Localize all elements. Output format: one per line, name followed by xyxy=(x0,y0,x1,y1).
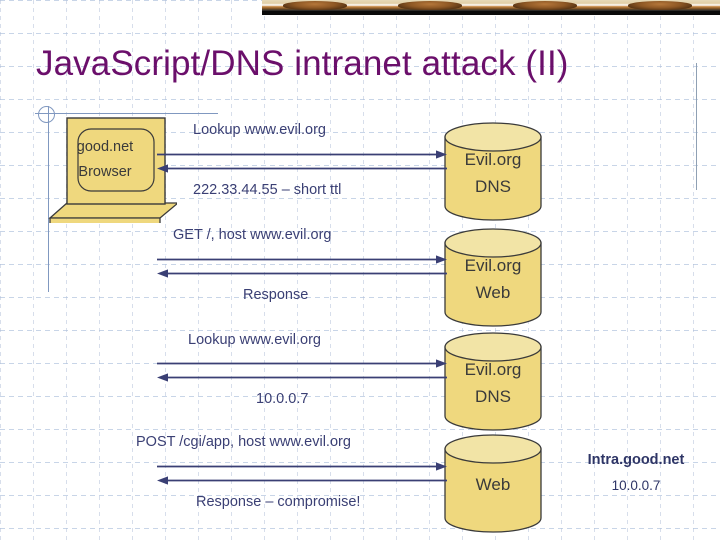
client-label-line2: Browser xyxy=(78,164,132,180)
message-arrow-7-right xyxy=(157,462,447,471)
message-label-4: Response xyxy=(243,287,309,303)
message-arrow-1-right xyxy=(157,150,447,159)
message-arrow-2-left xyxy=(157,164,447,173)
client-label: good.net Browser xyxy=(55,135,155,185)
actor-client-browser: good.net Browser xyxy=(47,113,177,223)
evil-dns-2-line1: Evil.org xyxy=(464,360,522,379)
message-arrow-3-right xyxy=(157,255,447,264)
annotation-intranet-host: Intra.good.net xyxy=(587,452,685,468)
evil-web-line1: Evil.org xyxy=(464,256,522,275)
evil-web-line2: Web xyxy=(475,283,511,302)
intranet-web-line1: Web xyxy=(475,475,511,494)
page-title: JavaScript/DNS intranet attack (II) xyxy=(36,44,569,83)
annotation-intranet-ip: 10.0.0.7 xyxy=(611,478,661,493)
guide-corner-circle-icon xyxy=(38,106,55,123)
message-label-7: POST /cgi/app, host www.evil.org xyxy=(136,434,351,450)
message-label-8: Response – compromise! xyxy=(196,494,361,510)
evil-dns-2-line2: DNS xyxy=(475,387,511,406)
message-label-3: GET /, host www.evil.org xyxy=(173,227,332,243)
actor-intranet-web: Web xyxy=(444,434,542,533)
evil-web-label: Evil.org Web xyxy=(444,252,542,306)
message-arrow-5-right xyxy=(157,359,447,368)
evil-dns-2-label: Evil.org DNS xyxy=(444,356,542,410)
actor-evil-dns-1: Evil.org DNS xyxy=(444,122,542,221)
evil-dns-1-line2: DNS xyxy=(475,177,511,196)
message-label-6: 10.0.0.7 xyxy=(256,391,309,407)
decorative-banner-strip xyxy=(262,0,720,15)
evil-dns-1-label: Evil.org DNS xyxy=(444,146,542,200)
message-arrow-6-left xyxy=(157,373,447,382)
message-arrow-8-left xyxy=(157,476,447,485)
evil-dns-1-line1: Evil.org xyxy=(464,150,522,169)
message-arrow-4-left xyxy=(157,269,447,278)
guide-line-vertical xyxy=(48,106,49,292)
actor-evil-dns-2: Evil.org DNS xyxy=(444,332,542,431)
message-label-5: Lookup www.evil.org xyxy=(188,332,321,348)
actor-evil-web: Evil.org Web xyxy=(444,228,542,327)
client-label-line1: good.net xyxy=(76,139,134,155)
right-guide-rail xyxy=(696,63,697,190)
guide-line-horizontal xyxy=(35,113,218,114)
message-label-2: 222.33.44.55 – short ttl xyxy=(193,182,342,198)
intranet-web-label: Web xyxy=(444,471,542,498)
message-label-1: Lookup www.evil.org xyxy=(193,122,326,138)
